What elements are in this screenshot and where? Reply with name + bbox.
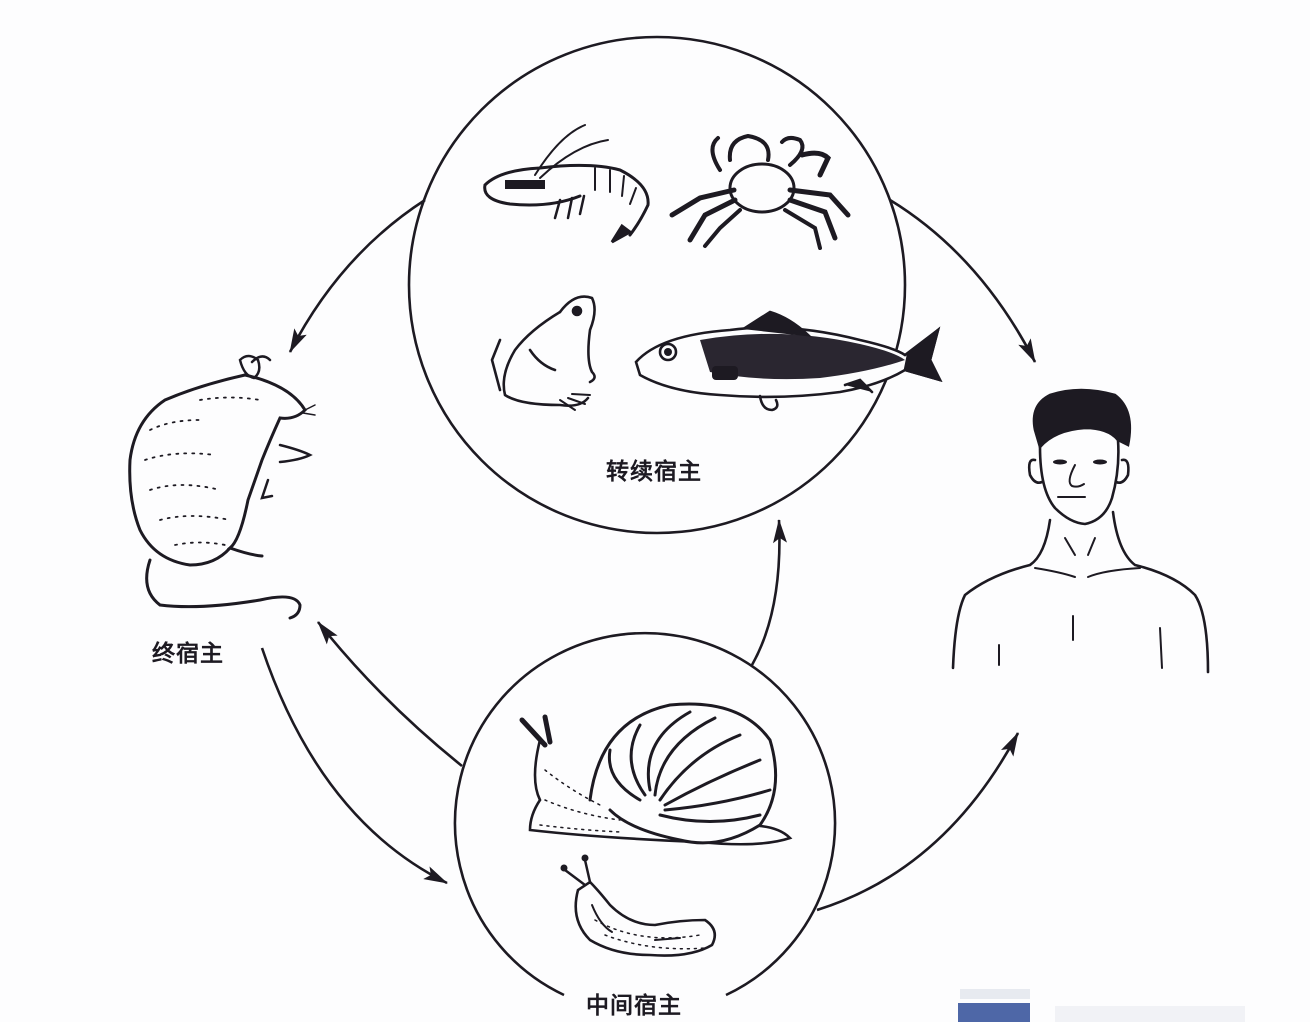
watermark — [958, 989, 1245, 1022]
paratenic-host-label: 转续宿主 — [606, 459, 702, 485]
frog-icon — [490, 295, 596, 411]
slug-icon — [560, 854, 717, 957]
snail-icon — [519, 702, 793, 846]
arrow-paratenic-to-human — [889, 198, 1037, 363]
fish-icon — [634, 310, 943, 412]
arrow-paratenic-to-rat — [288, 198, 426, 353]
intermediate-host-circle — [453, 631, 837, 997]
crab-icon — [669, 133, 851, 250]
human-icon — [951, 388, 1210, 674]
arrow-rat-to-intermediate — [260, 647, 448, 885]
arrow-intermediate-to-rat — [316, 621, 463, 768]
definitive-host-label: 终宿主 — [152, 641, 224, 667]
shrimp-icon — [483, 124, 650, 244]
paratenic-host-circle — [407, 35, 907, 535]
rat-icon — [128, 354, 316, 620]
arrow-intermediate-to-human — [816, 732, 1020, 912]
arrow-intermediate-to-paratenic — [750, 519, 788, 666]
intermediate-host-label: 中间宿主 — [580, 986, 688, 1020]
